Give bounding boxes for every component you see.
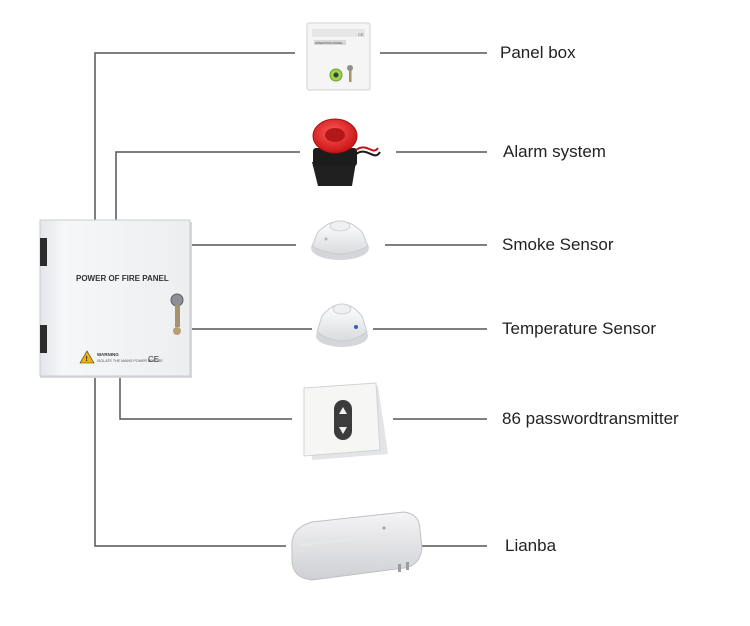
- smoke-sensor-led-icon: [324, 237, 328, 241]
- plug-prongs-icon: [398, 562, 409, 572]
- wire-lianba: [94, 376, 286, 547]
- warning-text: WARNING: [97, 352, 119, 357]
- arrow-down-icon: [339, 427, 347, 434]
- fire-panel-body: [39, 219, 191, 377]
- label-smoke-sensor: Smoke Sensor: [502, 235, 614, 254]
- label-password-transmitter: 86 passwordtransmitter: [502, 409, 679, 428]
- smoke-sensor-device: [311, 220, 369, 260]
- label-temperature-sensor: Temperature Sensor: [502, 319, 657, 338]
- label-lianba: Lianba: [505, 536, 557, 555]
- panel-box-device: OPERATION PANEL CE: [306, 22, 371, 91]
- warning-subtext: ISOLATE THE MAINS POWER BEFORE: [97, 359, 163, 363]
- wire-password-transmitter: [119, 366, 292, 420]
- arrow-up-icon: [339, 407, 347, 414]
- alarm-siren-device: [312, 118, 381, 186]
- svg-text:!: !: [86, 356, 88, 363]
- temperature-sensor-device: [316, 303, 368, 347]
- panel-box-ce-mark: CE: [358, 32, 364, 37]
- ce-mark: CE: [148, 355, 159, 364]
- lianba-device: [291, 511, 423, 581]
- hinge-bottom-icon: [40, 325, 47, 353]
- key-switch-icon: [329, 65, 353, 82]
- panel-box-header: OPERATION PANEL: [315, 41, 343, 45]
- label-alarm-system: Alarm system: [503, 142, 606, 161]
- fire-panel-power-box: POWER OF FIRE PANEL ! WARNING ISOLATE TH…: [39, 219, 192, 378]
- panel-box-header-bar: [314, 40, 346, 45]
- hinge-top-icon: [40, 238, 47, 266]
- label-panel-box: Panel box: [500, 43, 576, 62]
- fire-panel-title: POWER OF FIRE PANEL: [76, 274, 169, 283]
- wire-alarm-system: [115, 151, 300, 220]
- temperature-sensor-led-icon: [354, 325, 358, 329]
- lock-key-icon: [170, 293, 184, 335]
- lianba-indicator-icon: [382, 526, 386, 530]
- wire-panel-box: [94, 52, 295, 220]
- warning-icon: !: [79, 350, 95, 364]
- password-transmitter-device: [303, 382, 388, 460]
